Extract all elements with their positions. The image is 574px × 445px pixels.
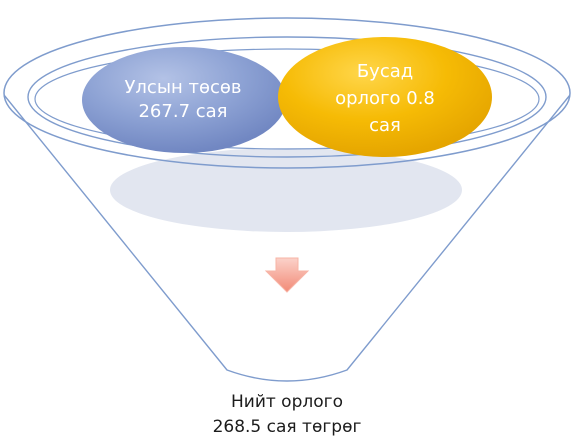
input-label-other-income: Бусад орлого 0.8 сая [335,61,435,136]
input-label-state-budget: Улсын төсөв 267.7 сая [124,77,242,122]
input-ellipse-state-budget [82,47,286,153]
input-ellipse-other-income [278,37,492,157]
funnel-rim-outer [3,17,571,169]
funnel-rim-inner [34,48,540,150]
result-label-total-income: Нийт орлого 268.5 сая төгрөг [212,392,362,437]
funnel-disc [110,148,462,232]
down-arrow-icon [264,257,310,293]
funnel-rim-middle [27,36,547,158]
funnel-body [3,94,571,382]
